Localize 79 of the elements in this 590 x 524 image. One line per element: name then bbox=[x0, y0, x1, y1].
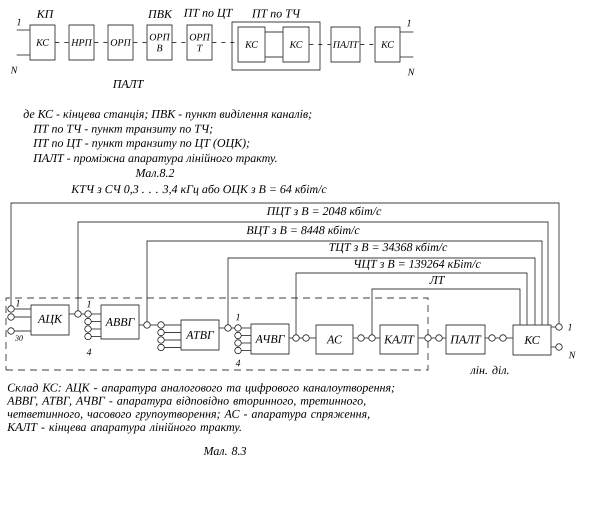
connector-line bbox=[78, 222, 548, 325]
connector-line bbox=[91, 321, 101, 322]
terminal-label: N bbox=[568, 352, 576, 358]
connector-line bbox=[172, 42, 187, 43]
block-box: КС bbox=[30, 24, 56, 60]
connector-line bbox=[139, 324, 144, 326]
block-label: ПТ по ЦТ bbox=[184, 8, 233, 20]
connector-line bbox=[241, 342, 251, 344]
connector-line bbox=[265, 32, 283, 58]
line-label: ЧЦТ з В = 139264 кБіт/с bbox=[352, 258, 482, 272]
block-box: ПАЛТ bbox=[446, 324, 486, 354]
block-box: АТВГ bbox=[180, 320, 220, 350]
block-box: КС bbox=[282, 26, 310, 62]
terminal-label: 4 bbox=[86, 348, 92, 356]
note-text: Склад КС: АЦК - апаратура аналогового та цифрового каналоутворення; АВВГ, АТВГ, АЧВГ - апаратура відповідно вторинного, третинного, четветинного, часового групоутворення; АС - апаратура спряження, КАЛТ - кінцева апаратура лінійного тракту. bbox=[6, 383, 394, 434]
connector-line bbox=[94, 42, 108, 43]
connector-line bbox=[241, 350, 251, 351]
block-box: КС bbox=[238, 26, 266, 62]
terminal-label: 4 bbox=[236, 360, 240, 366]
block-label: ПВК bbox=[148, 10, 172, 18]
line-label: ЛТ bbox=[428, 275, 446, 285]
node-label: ПТ по ТЧ bbox=[252, 10, 301, 18]
terminal-label: 1 bbox=[16, 18, 22, 26]
connector-line bbox=[372, 288, 520, 335]
block-box: АЧВГ bbox=[250, 324, 290, 354]
connector-line bbox=[164, 332, 181, 333]
figure-caption: Мал. 8.3 bbox=[203, 446, 246, 456]
connector-line bbox=[10, 202, 560, 324]
connector-line bbox=[228, 258, 536, 325]
connector-line bbox=[551, 346, 556, 348]
terminal-label: N bbox=[10, 66, 18, 74]
connector-line bbox=[14, 316, 31, 318]
block-box: АС bbox=[316, 324, 354, 354]
line-label: КТЧ з СЧ 0,3 . . . 3,4 кГц або ОЦК з В = 64 кбіт/с bbox=[70, 184, 328, 196]
connector-line bbox=[164, 324, 181, 326]
connector-line bbox=[91, 336, 101, 337]
legend-text: де КС - кінцева станція; ПВК - пункт виділення каналів; bbox=[24, 110, 312, 120]
block-box: ОРП В bbox=[146, 24, 172, 60]
block-box: ОРП bbox=[108, 24, 134, 60]
legend-text: ПТ по ЦТ - пункт транзиту по ЦТ (ОЦК); bbox=[33, 138, 250, 150]
block-box: КС bbox=[512, 324, 552, 356]
connector-line bbox=[360, 44, 375, 45]
line-label: ТЦТ з В = 34368 кбіт/с bbox=[328, 242, 448, 254]
connector-line bbox=[133, 42, 147, 43]
terminal-label: 1 bbox=[236, 314, 240, 320]
block-box: КАЛТ bbox=[380, 324, 418, 354]
block-box: ПАЛТ bbox=[330, 26, 360, 62]
section-label: лін. діл. bbox=[470, 366, 508, 374]
connector-line bbox=[14, 330, 31, 332]
block-label: КП bbox=[36, 10, 54, 18]
block-box: КС bbox=[374, 26, 400, 62]
block-box: АЦК bbox=[30, 304, 70, 336]
block-box: АВВГ bbox=[100, 304, 140, 340]
block-box: ОРП Т bbox=[186, 24, 212, 60]
legend-text: ПТ по ТЧ - пункт транзиту по ТЧ; bbox=[33, 124, 212, 136]
connector-line bbox=[55, 42, 69, 43]
figure-caption: Мал.8.2 bbox=[135, 168, 174, 178]
terminal-label: 1 bbox=[86, 300, 90, 308]
terminal-label: 1 bbox=[568, 324, 572, 330]
connector-line bbox=[400, 56, 414, 58]
connector-line bbox=[164, 347, 181, 348]
terminal-label: 1 bbox=[406, 18, 412, 28]
terminal-label: 1 bbox=[16, 300, 20, 306]
line-label: ВЦТ з В = 8448 кбіт/с bbox=[245, 224, 361, 238]
connector-line bbox=[16, 54, 30, 56]
connector-line bbox=[296, 272, 528, 335]
legend-text: ПАЛТ - проміжна апаратура лінійного тракту. bbox=[33, 153, 276, 165]
connector-line bbox=[551, 326, 556, 328]
line-label: ПЦТ з В = 2048 кбіт/с bbox=[266, 206, 382, 218]
dashed-frame bbox=[6, 298, 428, 370]
connector-line bbox=[150, 324, 158, 326]
section-label: ПАЛТ bbox=[112, 80, 144, 88]
connector-line bbox=[309, 44, 331, 45]
connector-line bbox=[14, 308, 31, 310]
block-box: НРП bbox=[68, 24, 94, 60]
connector-line bbox=[91, 328, 101, 330]
terminal-label: N bbox=[406, 68, 416, 76]
connector-line bbox=[241, 335, 251, 336]
connector-line bbox=[146, 240, 542, 325]
